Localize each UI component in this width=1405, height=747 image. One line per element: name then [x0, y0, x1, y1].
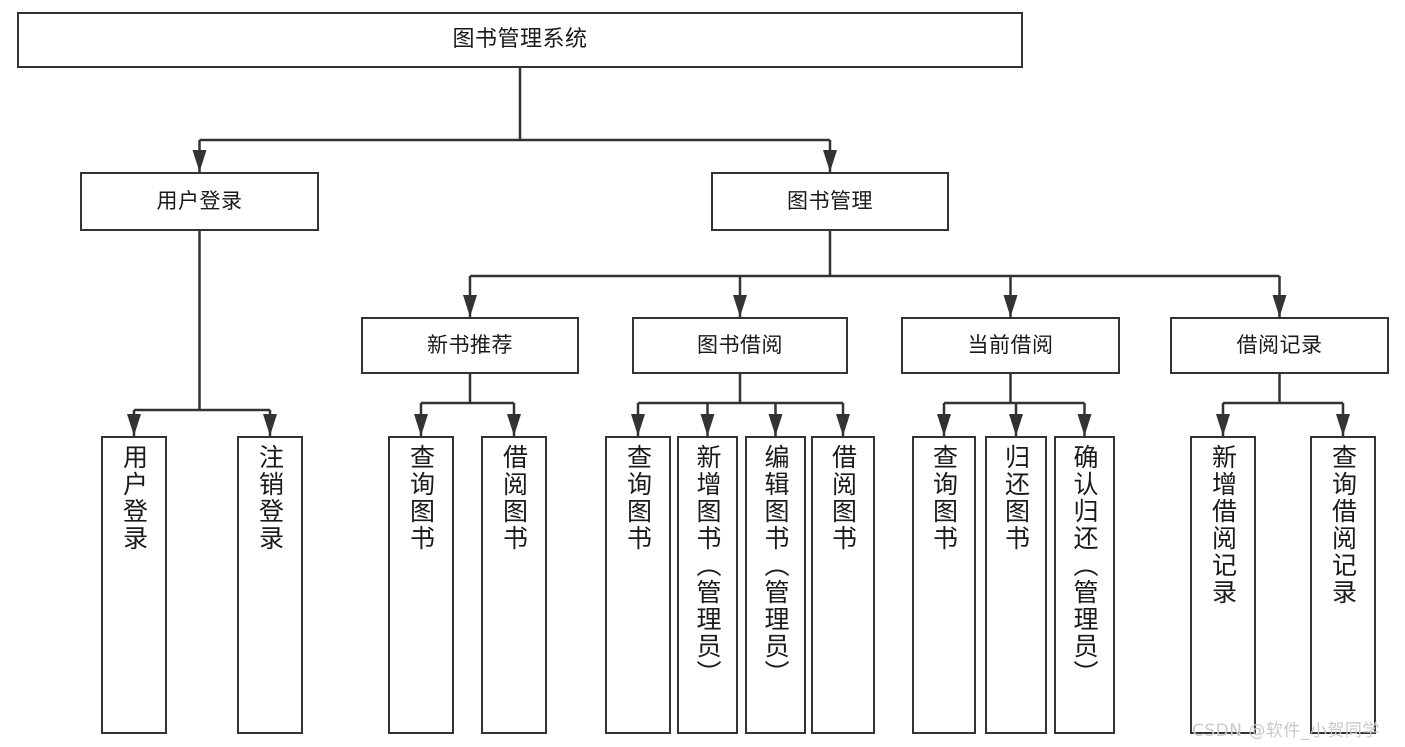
node-label: 编辑图书（管理员） — [761, 444, 790, 687]
node-leaf_query_record: 查询借阅记录 — [1310, 436, 1376, 734]
connector-arrowhead — [507, 414, 521, 436]
node-label: 新增图书（管理员） — [693, 444, 722, 687]
node-leaf_user_logout: 注销登录 — [237, 436, 303, 734]
connector-arrowhead — [1336, 414, 1350, 436]
connector-arrowhead — [263, 414, 277, 436]
connector-arrowhead — [768, 414, 783, 436]
connector-arrowhead — [733, 295, 747, 317]
node-label: 图书管理 — [787, 188, 873, 213]
node-book_borrow: 图书借阅 — [632, 317, 848, 374]
node-leaf_query_book_1: 查询图书 — [388, 436, 454, 734]
connector-arrowhead — [127, 414, 141, 436]
node-user_login: 用户登录 — [80, 172, 319, 231]
connector-arrowhead — [463, 295, 477, 317]
connector-arrowhead — [1216, 414, 1230, 436]
connector-arrowhead — [1003, 295, 1018, 317]
node-leaf_query_book_3: 查询图书 — [912, 436, 976, 734]
node-root: 图书管理系统 — [17, 12, 1023, 68]
node-label: 注销登录 — [255, 444, 285, 552]
connector-arrowhead — [192, 150, 207, 172]
connector-arrowhead — [937, 414, 951, 436]
node-label: 查询图书 — [406, 444, 436, 552]
connector-arrowhead — [1272, 295, 1287, 317]
node-label: 用户登录 — [156, 188, 243, 213]
node-leaf_confirm_return: 确认归还（管理员） — [1054, 436, 1115, 734]
node-label: 图书借阅 — [697, 332, 783, 357]
connector-arrowhead — [823, 150, 837, 172]
node-leaf_return_book: 归还图书 — [985, 436, 1047, 734]
connector-arrowhead — [1077, 414, 1092, 436]
node-label: 用户登录 — [119, 444, 149, 552]
node-leaf_edit_book: 编辑图书（管理员） — [745, 436, 806, 734]
node-label: 新书推荐 — [427, 332, 513, 357]
node-label: 确认归还（管理员） — [1070, 444, 1099, 687]
node-label: 查询图书 — [623, 444, 653, 552]
node-label: 借阅图书 — [499, 444, 529, 552]
node-label: 借阅记录 — [1236, 332, 1323, 357]
node-label: 查询图书 — [929, 444, 959, 552]
node-label: 新增借阅记录 — [1208, 444, 1238, 606]
connector-arrowhead — [700, 414, 715, 436]
connector-arrowhead — [1009, 414, 1023, 436]
node-label: 当前借阅 — [967, 332, 1054, 357]
node-leaf_borrow_book_2: 借阅图书 — [811, 436, 875, 734]
node-new_book_rec: 新书推荐 — [361, 317, 579, 374]
node-label: 借阅图书 — [828, 444, 858, 552]
node-leaf_query_book_2: 查询图书 — [605, 436, 671, 734]
node-label: 图书管理系统 — [452, 26, 588, 52]
node-leaf_borrow_book_1: 借阅图书 — [481, 436, 547, 734]
node-label: 归还图书 — [1001, 444, 1031, 552]
node-leaf_add_record: 新增借阅记录 — [1190, 436, 1256, 734]
node-label: 查询借阅记录 — [1328, 444, 1358, 606]
connector-arrowhead — [414, 414, 428, 436]
connector-arrowhead — [631, 414, 645, 436]
node-book_manage: 图书管理 — [711, 172, 949, 231]
node-leaf_add_book: 新增图书（管理员） — [677, 436, 738, 734]
node-leaf_user_login: 用户登录 — [101, 436, 167, 734]
node-current_borrow: 当前借阅 — [901, 317, 1120, 374]
connector-arrowhead — [836, 414, 850, 436]
node-borrow_record: 借阅记录 — [1170, 317, 1389, 374]
